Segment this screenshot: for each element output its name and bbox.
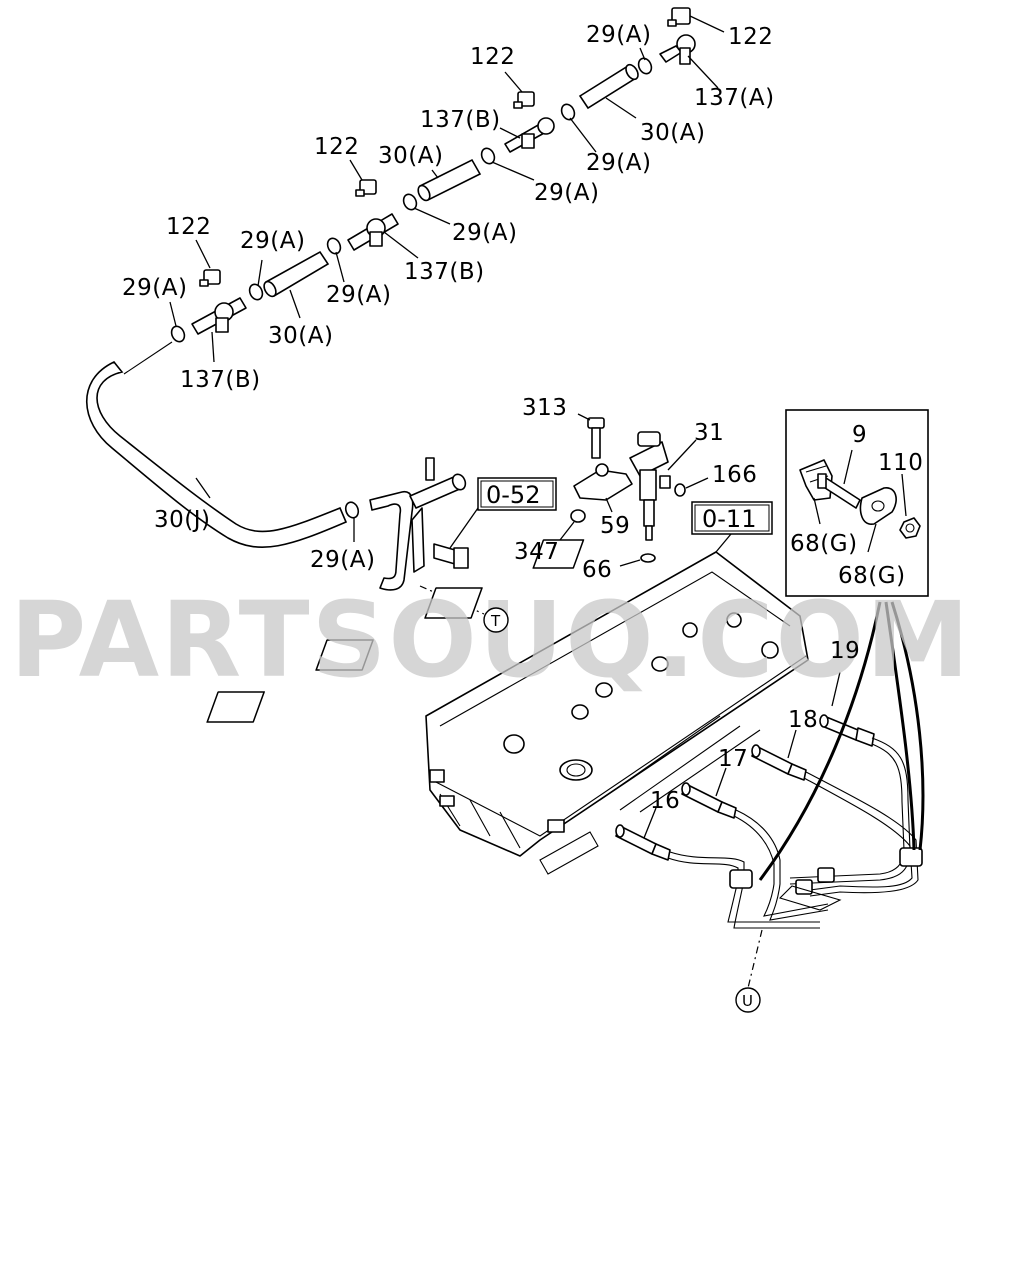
tee-137b-3 — [191, 297, 247, 363]
fuel-pipe-17 — [681, 767, 829, 921]
callout-18[interactable]: 18 — [788, 707, 818, 733]
hose-30a-1 — [578, 63, 639, 119]
callout-30a[interactable]: 30(A) — [640, 120, 705, 146]
clamp-29a-2 — [560, 103, 597, 153]
callout-137b[interactable]: 137(B) — [420, 107, 501, 133]
callout-17[interactable]: 17 — [718, 746, 748, 772]
clamp-68g-right — [859, 487, 897, 553]
callout-59[interactable]: 59 — [600, 513, 630, 539]
tee-137b-2 — [347, 213, 419, 259]
water-pipe-assembly — [369, 457, 485, 615]
valve-122-third — [349, 159, 377, 197]
washer-66 — [619, 553, 656, 567]
callout-9[interactable]: 9 — [852, 422, 867, 448]
callout-30j[interactable]: 30(J) — [154, 507, 211, 533]
ref-label-0-52: 0-52 — [486, 481, 540, 509]
callout-30a[interactable]: 30(A) — [268, 323, 333, 349]
callout-16[interactable]: 16 — [650, 788, 680, 814]
connector-t-label: T — [490, 612, 501, 630]
clamp-29a-7 — [169, 301, 186, 343]
injector-clamp-59 — [573, 463, 633, 513]
callout-labels: 122 137(A) 29(A) 30(A) 29(A) 122 137(B) … — [122, 22, 923, 814]
fuel-pipes — [615, 601, 925, 989]
hose-30a-2 — [417, 158, 482, 202]
clamp-29a-8 — [344, 501, 360, 542]
callout-29a[interactable]: 29(A) — [122, 275, 187, 301]
callout-347[interactable]: 347 — [514, 539, 559, 565]
connector-u-label: U — [742, 992, 753, 1010]
valve-122-second — [504, 71, 535, 109]
tee-137a — [659, 34, 719, 89]
plug-347 — [559, 509, 586, 541]
injector-31 — [629, 431, 697, 541]
clamp-29a-5 — [326, 237, 345, 283]
callout-30a[interactable]: 30(A) — [378, 143, 443, 169]
connector-t[interactable]: T — [483, 607, 509, 633]
callout-29a[interactable]: 29(A) — [586, 22, 651, 48]
tee-137b-1 — [499, 117, 555, 153]
callout-137a[interactable]: 137(A) — [694, 85, 775, 111]
callout-29a[interactable]: 29(A) — [534, 180, 599, 206]
callout-68g[interactable]: 68(G) — [790, 531, 858, 557]
bolt-313 — [577, 413, 605, 459]
clamp-29a-1 — [637, 47, 653, 75]
injector-group — [559, 413, 709, 567]
hose-30a-3 — [263, 250, 330, 319]
valve-122-fourth — [195, 239, 221, 287]
callout-29a[interactable]: 29(A) — [240, 228, 305, 254]
clamp-detail-box — [785, 409, 929, 597]
callout-110[interactable]: 110 — [878, 450, 923, 476]
callout-137b[interactable]: 137(B) — [180, 367, 261, 393]
ref-box-0-11[interactable]: 0-11 — [691, 501, 773, 535]
callout-19[interactable]: 19 — [830, 638, 860, 664]
callout-66[interactable]: 66 — [582, 557, 612, 583]
callout-122[interactable]: 122 — [166, 214, 211, 240]
callout-29a[interactable]: 29(A) — [326, 282, 391, 308]
callout-29a[interactable]: 29(A) — [452, 220, 517, 246]
callout-166[interactable]: 166 — [712, 462, 757, 488]
watermark: PARTSOUQ.COM — [10, 579, 971, 701]
hose-30j — [85, 361, 348, 548]
callout-122[interactable]: 122 — [470, 44, 515, 70]
callout-29a[interactable]: 29(A) — [310, 547, 375, 573]
hose-valve-chain — [123, 7, 725, 375]
bolt-9 — [817, 449, 861, 509]
o-ring-166 — [674, 477, 709, 497]
callout-137b[interactable]: 137(B) — [404, 259, 485, 285]
clamp-29a-3 — [480, 147, 535, 181]
nut-110 — [899, 473, 921, 539]
clamp-29a-4 — [402, 193, 451, 225]
fuel-pipe-16 — [615, 807, 820, 929]
callout-313[interactable]: 313 — [522, 395, 567, 421]
clamp-68g-left — [799, 459, 833, 525]
fuel-pipe-19 — [789, 671, 911, 885]
ref-label-0-11: 0-11 — [702, 505, 756, 533]
fuel-pipe-18 — [751, 729, 919, 897]
callout-31[interactable]: 31 — [694, 420, 724, 446]
valve-122-top — [667, 7, 725, 33]
connector-u[interactable]: U — [735, 987, 761, 1013]
callout-29a[interactable]: 29(A) — [586, 150, 651, 176]
callout-122[interactable]: 122 — [728, 24, 773, 50]
callout-68g[interactable]: 68(G) — [838, 563, 906, 589]
callout-122[interactable]: 122 — [314, 134, 359, 160]
cylinder-head — [206, 527, 809, 875]
ref-box-0-52[interactable]: 0-52 — [477, 477, 557, 511]
clamp-29a-6 — [248, 259, 264, 301]
